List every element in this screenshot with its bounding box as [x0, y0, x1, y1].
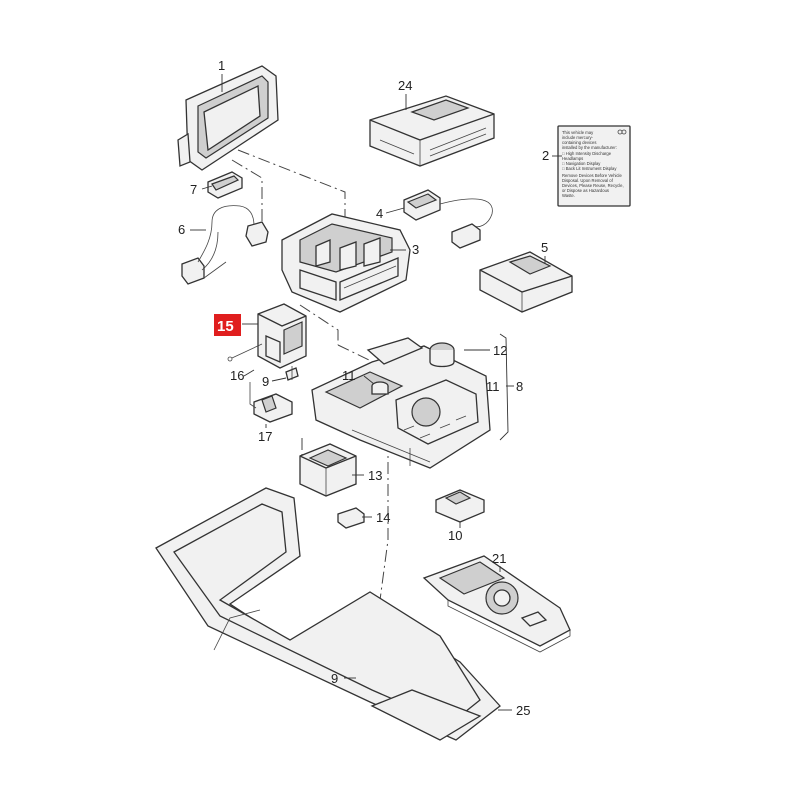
warning-label-line-7: □ Navigation Display	[562, 161, 601, 166]
callout-6[interactable]: 6	[178, 222, 185, 237]
part-12-large-knob[interactable]	[429, 342, 455, 368]
warning-label-line-10: Disposal. Upon Removal of	[562, 178, 614, 183]
part-13-switch-block[interactable]	[299, 443, 357, 497]
part-11-small-knob[interactable]	[371, 381, 389, 395]
part-1-display[interactable]	[177, 65, 279, 171]
callout-13[interactable]: 13	[368, 468, 382, 483]
callout-11-lower[interactable]: 11	[486, 379, 500, 394]
callout-4[interactable]: 4	[376, 206, 383, 221]
part-9-screw-upper[interactable]	[285, 366, 299, 381]
callout-14[interactable]: 14	[376, 510, 390, 525]
warning-label-line-6: Headlamps	[562, 156, 583, 161]
callout-15[interactable]: 15	[217, 318, 234, 335]
warning-label-line-11: Devices, Please Reuse, Recycle,	[562, 183, 624, 188]
callout-24[interactable]: 24	[398, 78, 412, 93]
callout-8[interactable]: 8	[516, 379, 523, 394]
part-24-media-unit[interactable]	[369, 95, 495, 167]
part-15-switch-unit[interactable]	[227, 303, 307, 369]
callout-21[interactable]: 21	[492, 551, 506, 566]
part-5-control-module[interactable]	[479, 251, 573, 313]
warning-label-line-3: containing devices	[562, 140, 596, 145]
part-4-cable-module[interactable]	[403, 189, 493, 249]
leader-lines	[190, 74, 562, 711]
callout-17[interactable]: 17	[258, 429, 272, 444]
warning-label-line-12: or Dispose as Hazardous	[562, 188, 609, 193]
warning-label-line-1: This vehicle may	[562, 130, 594, 135]
warning-label-line-8: □ Back Lit Instrument Display	[562, 166, 617, 171]
warning-label-line-4: installed by the manufacturer:	[562, 145, 617, 150]
part-10-bracket[interactable]	[435, 489, 485, 523]
callout-3[interactable]: 3	[412, 242, 419, 257]
part-3-housing[interactable]	[281, 213, 411, 313]
part-8-control-panel[interactable]	[311, 337, 491, 469]
warning-label-line-9: Remove Devices Before Vehicle	[562, 173, 622, 178]
callout-9-upper[interactable]: 9	[262, 374, 269, 389]
part-2-warning-label[interactable]: This vehicle may include mercury- contai…	[557, 125, 631, 207]
warning-label-line-2: include mercury-	[562, 135, 594, 140]
callout-2[interactable]: 2	[542, 148, 549, 163]
callout-9-lower[interactable]: 9	[331, 671, 338, 686]
part-17-bracket[interactable]	[249, 382, 293, 423]
callout-1[interactable]: 1	[218, 58, 225, 73]
warning-label-line-5: □ High Intensity Discharge	[562, 151, 612, 156]
callout-10[interactable]: 10	[448, 528, 462, 543]
callout-16[interactable]: 16	[230, 368, 244, 383]
part-21-remote-control[interactable]	[422, 555, 571, 653]
callout-15-highlight	[214, 314, 241, 336]
callouts: 1 24 2 7 6 4 3 5 15 12 11 9 16 11 8 17 1…	[178, 58, 549, 718]
part-6-harness[interactable]	[181, 205, 269, 285]
callout-7[interactable]: 7	[190, 182, 197, 197]
callout-12[interactable]: 12	[493, 343, 507, 358]
warning-label-line-13: Waste.	[562, 193, 575, 198]
callout-11-upper[interactable]: 11	[342, 368, 356, 383]
callout-25[interactable]: 25	[516, 703, 530, 718]
part-25-console-frame[interactable]	[155, 487, 501, 741]
part-7-connector[interactable]	[207, 171, 243, 199]
part-14-clip[interactable]	[337, 507, 365, 529]
callout-5[interactable]: 5	[541, 240, 548, 255]
